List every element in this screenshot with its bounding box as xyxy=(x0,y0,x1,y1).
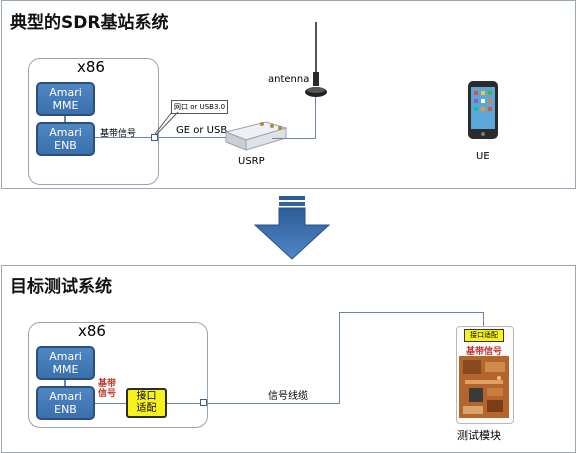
bottom-mme-enb-link xyxy=(64,380,66,386)
bottom-enb-adapter-link xyxy=(95,403,126,404)
usrp-device-icon xyxy=(224,121,288,151)
bottom-cable-v xyxy=(339,312,340,404)
test-module-red-label: 基带信号 xyxy=(465,347,502,357)
ue-phone-icon xyxy=(468,81,498,139)
top-enb-port-link xyxy=(95,137,153,138)
test-module-tag: 接口适配 xyxy=(464,329,504,342)
bottom-mme-line2: MME xyxy=(52,363,79,376)
usrp-label: USRP xyxy=(238,156,265,167)
bottom-adapter-port-link xyxy=(167,403,201,404)
bottom-adapter-line2: 适配 xyxy=(136,403,157,414)
bottom-enb-line1: Amari xyxy=(49,390,82,403)
top-callout: 网口 or USB3.0 xyxy=(171,100,229,114)
top-mme-box: Amari MME xyxy=(36,82,95,116)
bottom-adapter-line1: 接口 xyxy=(136,391,157,402)
bottom-host-port xyxy=(200,399,207,406)
bottom-baseband-line2: 信号 xyxy=(98,389,117,399)
bottom-baseband-label: 基带 信号 xyxy=(98,379,116,399)
bottom-cable-v2 xyxy=(483,312,484,330)
top-enb-line2: ENB xyxy=(54,139,77,152)
bottom-host-label: x86 xyxy=(78,322,106,340)
top-mme-enb-link xyxy=(64,116,66,122)
top-link-label: GE or USB xyxy=(176,125,228,136)
bottom-cable-label: 信号线缆 xyxy=(268,391,308,402)
bottom-mme-line1: Amari xyxy=(49,350,82,363)
bottom-enb-line2: ENB xyxy=(54,403,77,416)
usrp-antenna-link-h xyxy=(272,138,316,139)
bottom-mme-box: Amari MME xyxy=(36,346,95,380)
bottom-baseband-line1: 基带 xyxy=(98,379,117,389)
bottom-cable-h1 xyxy=(206,403,340,404)
bottom-title: 目标测试系统 xyxy=(10,277,112,297)
ue-label: UE xyxy=(476,151,490,162)
top-enb-box: Amari ENB xyxy=(36,122,95,156)
top-mme-line1: Amari xyxy=(49,86,82,99)
bottom-enb-box: Amari ENB xyxy=(36,386,95,420)
top-baseband-label: 基带信号 xyxy=(100,129,137,139)
top-title: 典型的SDR基站系统 xyxy=(10,13,169,33)
test-module-board-icon xyxy=(459,356,509,418)
top-x86-host xyxy=(28,58,159,185)
top-host-label: x86 xyxy=(77,58,105,76)
top-ge-link xyxy=(157,137,227,138)
bottom-adapter-box: 接口 适配 xyxy=(126,388,167,418)
top-mme-line2: MME xyxy=(52,99,79,112)
test-module-label: 测试模块 xyxy=(457,429,501,442)
antenna-label: antenna xyxy=(268,74,310,85)
usrp-antenna-link-v xyxy=(315,95,316,139)
top-callout-pointer xyxy=(154,111,179,136)
transition-down-arrow xyxy=(253,196,331,260)
bottom-cable-h2 xyxy=(339,312,484,313)
top-enb-line1: Amari xyxy=(49,126,82,139)
antenna-icon xyxy=(305,22,327,97)
